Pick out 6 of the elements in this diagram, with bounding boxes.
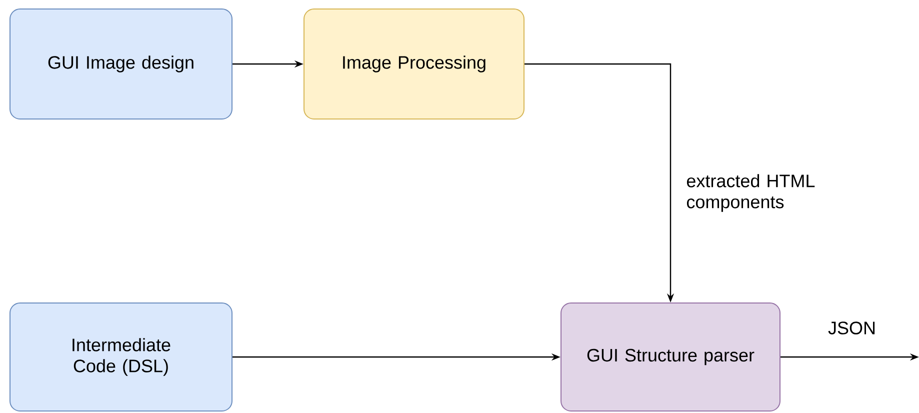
- process-box: GUI Structure parser: [560, 302, 780, 412]
- process-box: Intermediate Code (DSL): [10, 302, 232, 412]
- process-box: GUI Image design: [10, 8, 232, 120]
- edge-label: JSON: [828, 322, 875, 334]
- edge-label: extracted HTML components: [686, 174, 815, 212]
- process-box: Image Processing: [304, 8, 524, 120]
